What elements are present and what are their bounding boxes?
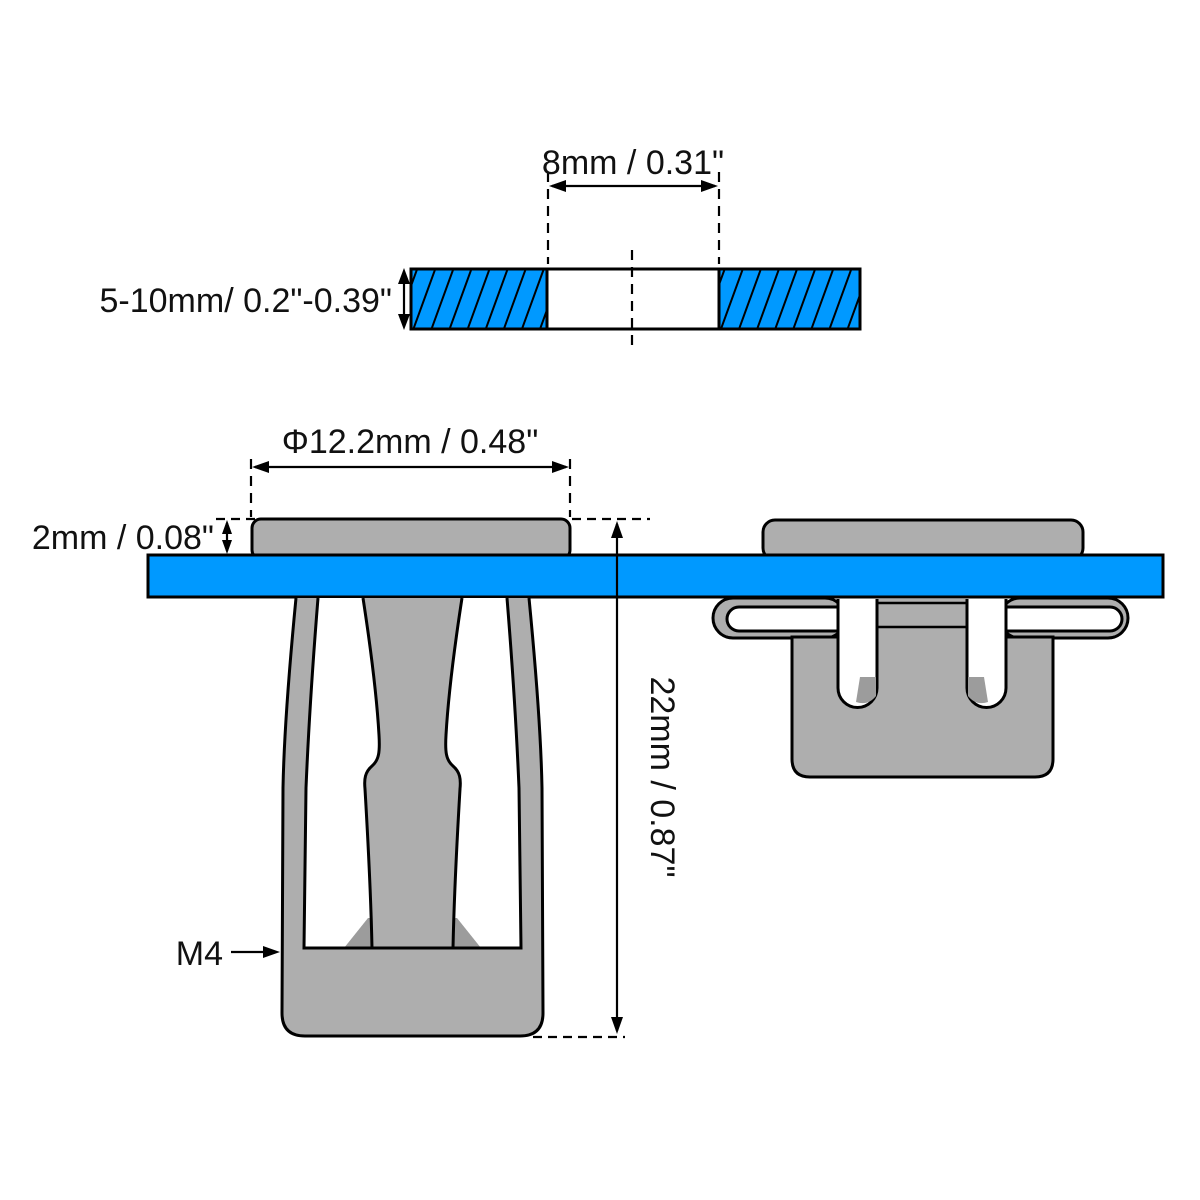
dim-hole-diameter: 8mm / 0.31": [542, 144, 724, 264]
hatch-left: [411, 269, 547, 329]
side-view-body: [280, 597, 545, 1038]
flange-thickness-label: 2mm / 0.08": [32, 519, 214, 557]
arrowhead-right-icon: [701, 180, 718, 192]
arrowhead-down-icon: [611, 1017, 623, 1034]
dim-flange-thickness: 2mm / 0.08": [32, 517, 263, 557]
hole-diameter-label: 8mm / 0.31": [542, 144, 724, 182]
mandrel-shaft: [361, 597, 464, 950]
panel-section-outline: [409, 267, 862, 331]
panel-thickness-label: 5-10mm/ 0.2"-0.39": [100, 282, 393, 320]
dim-total-length: 22mm / 0.87": [533, 517, 681, 1039]
installed-body-block: [790, 635, 1055, 779]
arrowhead-down-icon: [398, 314, 410, 330]
leg-slot-left: [725, 605, 845, 633]
central-column: [878, 599, 966, 639]
installed-view-body: [711, 596, 1130, 779]
arrowhead-right-icon: [263, 946, 280, 958]
hatch-right: [719, 269, 860, 329]
total-length-label: 22mm / 0.87": [643, 676, 681, 877]
mounting-panel: [146, 553, 1165, 599]
arrowhead-left-icon: [252, 461, 269, 473]
dim-flange-diameter: Φ12.2mm / 0.48": [249, 423, 572, 517]
flange-diameter-label: Φ12.2mm / 0.48": [282, 423, 539, 461]
cone-shade-right: [968, 677, 988, 704]
thread-size-label: M4: [176, 935, 223, 973]
callout-thread-size: M4: [176, 935, 280, 973]
arrowhead-down-icon: [222, 540, 232, 554]
dim-panel-thickness: 5-10mm/ 0.2"-0.39": [100, 268, 410, 330]
arrowhead-right-icon: [552, 461, 569, 473]
arrowhead-up-icon: [222, 520, 232, 534]
side-view-flange-head: [250, 517, 572, 561]
leg-slot-right: [1004, 605, 1124, 633]
arrowhead-left-icon: [549, 180, 566, 192]
arrowhead-up-icon: [398, 268, 410, 284]
top-view-panel-section: 8mm / 0.31" 5-10mm/ 0.2"-0.39": [100, 144, 862, 348]
arrowhead-up-icon: [611, 521, 623, 538]
cone-shade-left: [856, 677, 876, 704]
